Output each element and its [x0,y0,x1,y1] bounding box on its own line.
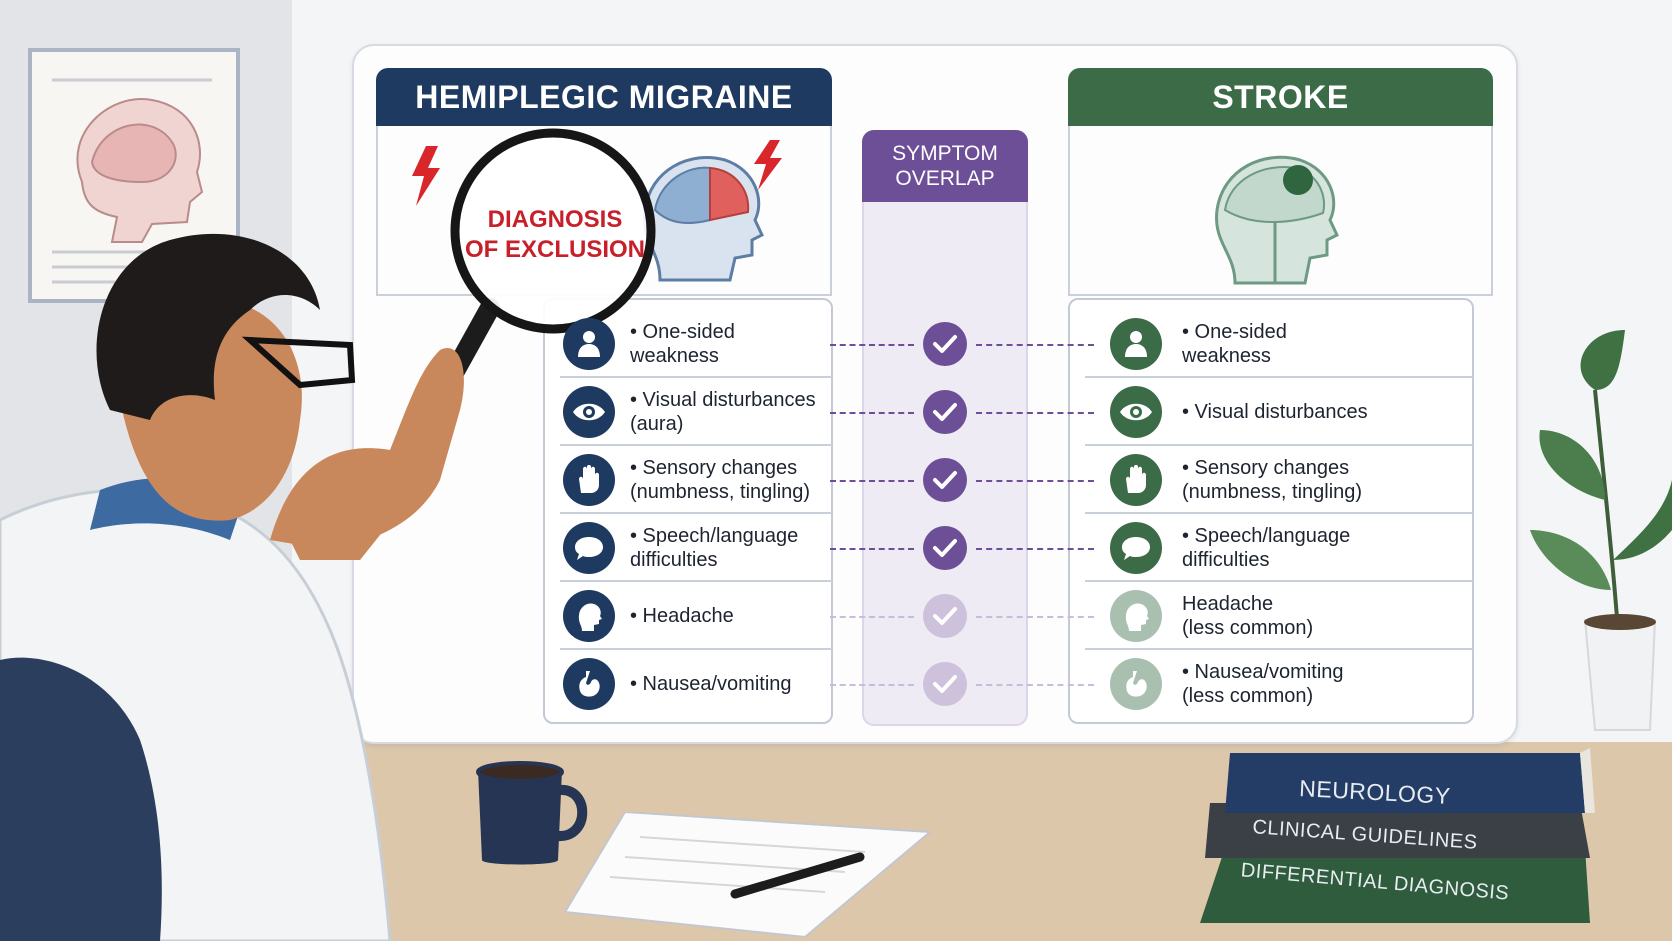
checkmark-icon [923,662,967,706]
row-separator [560,648,832,650]
plant-icon [1530,330,1672,731]
overlap-connector [976,684,1094,686]
diagnosis-of-exclusion-label: DIAGNOSIS OF EXCLUSION [440,205,670,265]
symptom-line1: • Nausea/vomiting [1182,661,1344,683]
symptom-line2: difficulties [1182,549,1270,571]
overlap-connector [830,344,914,346]
symptom-line1: Headache [1182,593,1274,615]
coffee-mug-icon [476,761,588,865]
symptom-line1: • Nausea/vomiting [630,673,792,695]
speech-bubble-icon [1110,522,1162,574]
overlap-title-line2: OVERLAP [895,167,995,190]
row-separator [1085,648,1473,650]
overlap-connector [976,480,1094,482]
overlap-connector [830,548,914,550]
row-separator [1085,580,1473,582]
stroke-panel [1068,126,1493,296]
stroke-head-icon [1215,155,1339,285]
checkmark-icon [923,390,967,434]
row-separator [1085,512,1473,514]
row-separator [560,444,832,446]
overlap-connector [976,548,1094,550]
row-separator [1085,444,1473,446]
symptom-line2: weakness [630,345,719,367]
eye-icon [563,386,615,438]
overlap-connector [976,412,1094,414]
arm-icon [563,318,615,370]
symptom-line1: • Speech/language [630,525,799,547]
overlap-connector [976,616,1094,618]
symptom-line2: difficulties [630,549,718,571]
symptom-line1: • Speech/language [1182,525,1351,547]
row-separator [560,512,832,514]
arm-icon [1110,318,1162,370]
hand-icon [563,454,615,506]
overlap-title-line1: SYMPTOM [892,142,998,165]
symptom-line1: • Sensory changes [630,457,798,479]
head-icon [563,590,615,642]
stroke-symptom-text: • Sensory changes(numbness, tingling) [1182,456,1362,504]
overlap-connector [976,344,1094,346]
symptom-line2: (less common) [1182,685,1314,707]
overlap-connector [830,480,914,482]
checkmark-icon [923,526,967,570]
migraine-symptom-text: • Nausea/vomiting [630,672,792,696]
stroke-header: STROKE [1068,68,1493,126]
row-separator [560,376,832,378]
symptom-line2: (numbness, tingling) [630,481,811,503]
migraine-symptom-text: • Visual disturbances(aura) [630,388,816,436]
brain-sketch-icon [52,78,212,284]
symptom-line1: • Visual disturbances [1182,401,1368,423]
stroke-symptom-text: • Visual disturbances [1182,400,1368,424]
overlap-header: SYMPTOM OVERLAP [862,130,1028,202]
symptom-line1: • Visual disturbances [630,389,816,411]
symptom-line2: (less common) [1182,617,1314,639]
symptom-line1: • One-sided [630,321,735,343]
checkmark-icon [923,594,967,638]
magnifier-line1: DIAGNOSIS [487,206,623,233]
checkmark-icon [923,458,967,502]
eye-icon [1110,386,1162,438]
notepad-with-pen-icon [565,812,933,937]
row-separator [1085,376,1473,378]
overlap-connector [830,684,914,686]
lightning-icon [412,146,440,206]
checkmark-icon [923,322,967,366]
migraine-symptom-list [543,298,833,724]
symptom-line2: weakness [1182,345,1271,367]
stroke-symptom-text: Headache(less common) [1182,592,1313,640]
row-separator [560,580,832,582]
migraine-header: HEMIPLEGIC MIGRAINE [376,68,832,126]
magnifier-line2: OF EXCLUSION [464,236,645,263]
symptom-line1: • One-sided [1182,321,1287,343]
speech-bubble-icon [563,522,615,574]
migraine-head-icon [642,155,764,282]
migraine-symptom-text: • Sensory changes(numbness, tingling) [630,456,810,504]
stomach-icon [1110,658,1162,710]
migraine-symptom-text: • Headache [630,604,734,628]
symptom-line2: (numbness, tingling) [1182,481,1363,503]
book-stack-icon [1200,748,1595,923]
stomach-icon [563,658,615,710]
head-icon [1110,590,1162,642]
hand-icon [1110,454,1162,506]
stroke-symptom-text: • Nausea/vomiting(less common) [1182,660,1344,708]
symptom-line2: (aura) [630,413,684,435]
lightning-icon [754,140,782,190]
symptom-line1: • Headache [630,605,734,627]
overlap-connector [830,412,914,414]
symptom-line1: • Sensory changes [1182,457,1350,479]
overlap-connector [830,616,914,618]
doctor-figure [0,233,464,941]
